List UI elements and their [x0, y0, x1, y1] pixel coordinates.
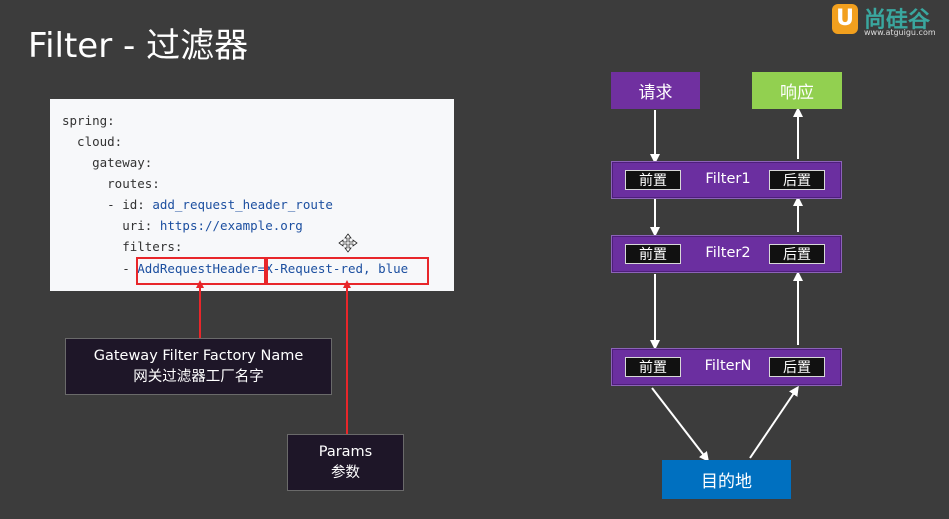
filter1-pre-tag: 前置 [625, 170, 681, 190]
code-key: routes: [62, 176, 160, 191]
code-key: - [62, 261, 138, 276]
filtern-pre-tag: 前置 [625, 357, 681, 377]
code-line: uri: https://example.org [62, 218, 303, 233]
logo-url: www.atguigu.com [864, 28, 936, 37]
logo-mark-icon: U [832, 4, 858, 34]
factory-name-callout: Gateway Filter Factory Name 网关过滤器工厂名字 [65, 338, 332, 395]
code-line: filters: [62, 239, 182, 254]
code-key: gateway: [62, 155, 153, 170]
request-node: 请求 [611, 72, 700, 109]
params-en: Params [318, 443, 373, 460]
filtern-post-tag: 后置 [769, 357, 825, 377]
destination-node: 目的地 [662, 460, 791, 499]
filter1-post-tag: 后置 [769, 170, 825, 190]
code-line: - id: add_request_header_route [62, 197, 333, 212]
yaml-code-panel: spring: cloud: gateway: routes: - id: ad… [50, 99, 454, 291]
code-line: - AddRequestHeader=X-Request-red, blue [62, 261, 408, 276]
filtern-bar: 前置 FilterN 后置 [611, 348, 842, 386]
params-zh: 参数 [331, 464, 360, 481]
filter2-name: Filter2 [705, 245, 751, 261]
logo-name: 尚硅谷 [864, 8, 931, 33]
filter2-post-tag: 后置 [769, 244, 825, 264]
destination-to-filtern-arrow [749, 385, 799, 459]
code-line: cloud: [62, 134, 122, 149]
brand-logo: U 尚硅谷 www.atguigu.com [832, 4, 944, 42]
response-node: 响应 [752, 72, 842, 109]
factory-name-zh: 网关过滤器工厂名字 [133, 368, 264, 385]
filtern-name: FilterN [704, 358, 752, 374]
filter2-bar: 前置 Filter2 后置 [611, 235, 842, 273]
slide-title: Filter - 过滤器 [28, 26, 249, 66]
code-key: uri: [62, 218, 160, 233]
params-callout: Params 参数 [287, 434, 404, 491]
code-key: spring: [62, 113, 115, 128]
code-value: AddRequestHeader=X-Request-red, blue [137, 261, 409, 276]
factory-name-en: Gateway Filter Factory Name [93, 347, 304, 364]
code-line: routes: [62, 176, 160, 191]
filter2-pre-tag: 前置 [625, 244, 681, 264]
code-key: filters: [62, 239, 183, 254]
move-cursor-icon [338, 233, 358, 253]
filtern-to-destination-arrow [651, 387, 710, 462]
filter1-bar: 前置 Filter1 后置 [611, 161, 842, 199]
code-key: cloud: [62, 134, 123, 149]
code-value: https://example.org [159, 218, 303, 233]
code-key: - id: [62, 197, 153, 212]
code-line: spring: [62, 113, 115, 128]
filter1-name: Filter1 [705, 171, 751, 187]
code-line: gateway: [62, 155, 152, 170]
code-value: add_request_header_route [152, 197, 333, 212]
